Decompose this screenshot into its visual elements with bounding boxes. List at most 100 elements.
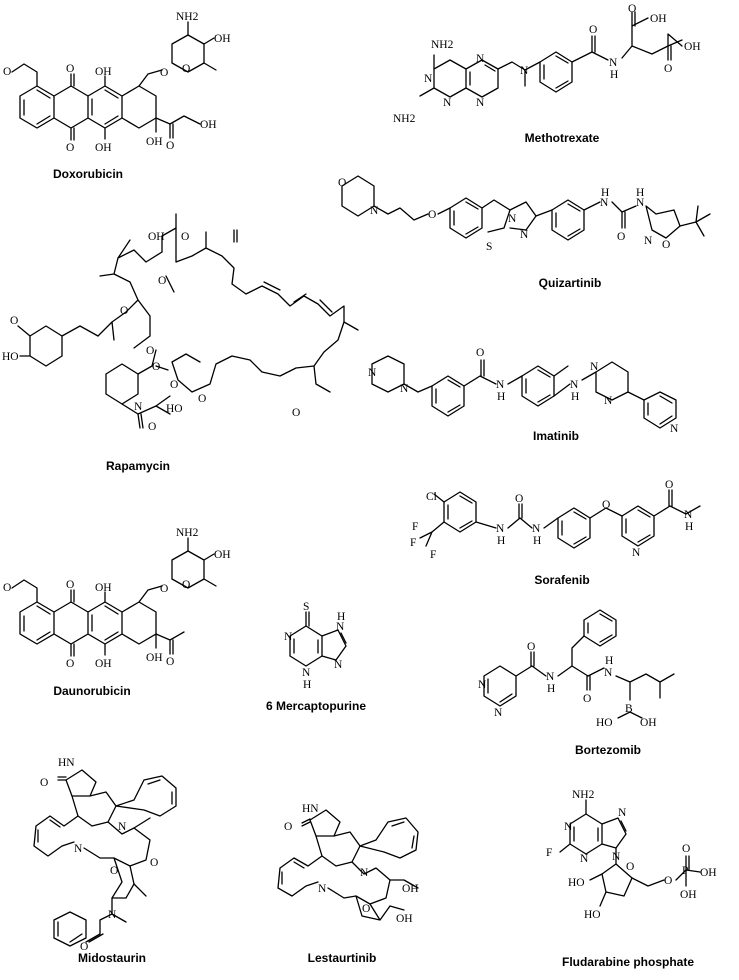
atom-oh: OH [214,33,231,45]
atom-o: O [66,658,74,670]
atom-o: O [476,347,484,359]
atom-n: N [302,667,311,679]
atom-o: O [428,209,436,221]
atom-h: H [303,679,311,691]
atom-o: O [602,499,610,511]
atom-h: H [601,187,609,199]
atom-o: O [166,656,174,668]
lestaurtinib-structure: HN O N N O OH OH Lestaurtinib [277,803,419,965]
atom-oh: OH [402,883,419,895]
caption-quizartinib: Quizartinib [539,276,602,290]
atom-n: N [318,883,327,895]
caption-doxorubicin: Doxorubicin [53,167,123,181]
atom-oh: OH [200,119,217,131]
atom-n: N [443,97,452,109]
caption-sorafenib: Sorafenib [534,573,589,587]
atom-h: H [497,391,505,403]
atom-nh2: NH2 [431,39,454,51]
atom-o: O [66,579,74,591]
atom-oh: OH [684,41,701,53]
atom-f: F [546,847,552,859]
atom-n: N [118,821,127,833]
rapamycin-structure: O HO OH O O O O O N O O HO O O Rapamycin [2,213,359,473]
atom-n: N [604,395,613,407]
atom-n: N [74,843,83,855]
atom-ring-o: O [626,861,634,873]
atom-oh: OH [95,658,112,670]
mercaptopurine-structure: S N N H N H N 6 Mercaptopurine [266,601,366,713]
atom-hn: HN [58,757,75,769]
atom-n: N [400,383,409,395]
atom-oh: OH [146,652,163,664]
atom-o: O [664,875,672,887]
atom-ho: HO [584,909,601,921]
atom-n: N [508,213,517,225]
atom-o-methoxy: O [292,407,300,419]
atom-n: N [580,853,589,865]
atom-oh: OH [214,549,231,561]
atom-nh2: NH2 [572,789,595,801]
atom-o: O [284,821,292,833]
atom-o: O [40,777,48,789]
atom-h: H [337,611,345,623]
atom-h: H [605,655,613,667]
atom-o: O [583,693,591,705]
atom-n: N [476,53,485,65]
atom-n: N [604,667,613,679]
atom-n: N [368,367,377,379]
atom-ho: HO [568,877,585,889]
atom-h: H [610,69,618,81]
atom-ho: HO [166,403,183,415]
atom-n: N [520,229,529,241]
atom-n: N [360,867,369,879]
atom-ring-o: O [182,579,190,591]
atom-o: O [66,142,74,154]
atom-o-methoxy: O [150,857,158,869]
caption-fludarabine-phosphate: Fludarabine phosphate [562,955,694,969]
atom-ring-o: O [182,63,190,75]
atom-o: O [120,305,128,317]
caption-daunorubicin: Daunorubicin [53,684,130,698]
atom-n: N [570,379,579,391]
atom-o: O [160,67,168,79]
atom-oh: OH [640,717,657,729]
atom-o: O [148,421,156,433]
atom-ring-o: O [110,865,118,877]
atom-n: N [670,423,679,435]
atom-ring-o: O [198,393,206,405]
atom-h2n: NH2 [393,113,416,125]
atom-n: N [496,379,505,391]
caption-methotrexate: Methotrexate [525,131,600,145]
atom-oh: OH [680,889,697,901]
atom-hn: HN [302,803,319,815]
atom-nh2: NH2 [176,11,199,23]
atom-s: S [303,601,309,613]
atom-n: N [612,851,621,863]
atom-o: O [527,641,535,653]
atom-methoxy-o: O [3,66,11,78]
atom-f: F [412,521,418,533]
atom-h: H [571,391,579,403]
quizartinib-structure: O N O S N N N H N H O N O Quizartinib [338,175,711,290]
atom-oh: OH [700,867,717,879]
fludarabine-phosphate-structure: NH2 F N N N N O HO HO O P O OH OH Fludar… [546,789,717,969]
atom-o: O [146,345,154,357]
atom-h: H [533,535,541,547]
atom-h: H [685,521,693,533]
atom-o: O [152,361,160,373]
atom-oh: OH [95,582,112,594]
atom-n: N [336,621,345,633]
atom-o: O [338,177,346,189]
atom-o-methoxy: O [10,315,18,327]
atom-n: N [636,197,645,209]
atom-o: O [80,941,88,953]
atom-n: N [370,205,379,217]
sorafenib-structure: Cl F F F N H O N H O N O N H Sorafenib [410,479,701,587]
atom-o: O [662,239,670,251]
caption-lestaurtinib: Lestaurtinib [308,951,377,965]
atom-n: N [108,909,117,921]
atom-o: O [158,275,166,287]
atom-o: O [166,140,174,152]
atom-o: O [170,379,178,391]
